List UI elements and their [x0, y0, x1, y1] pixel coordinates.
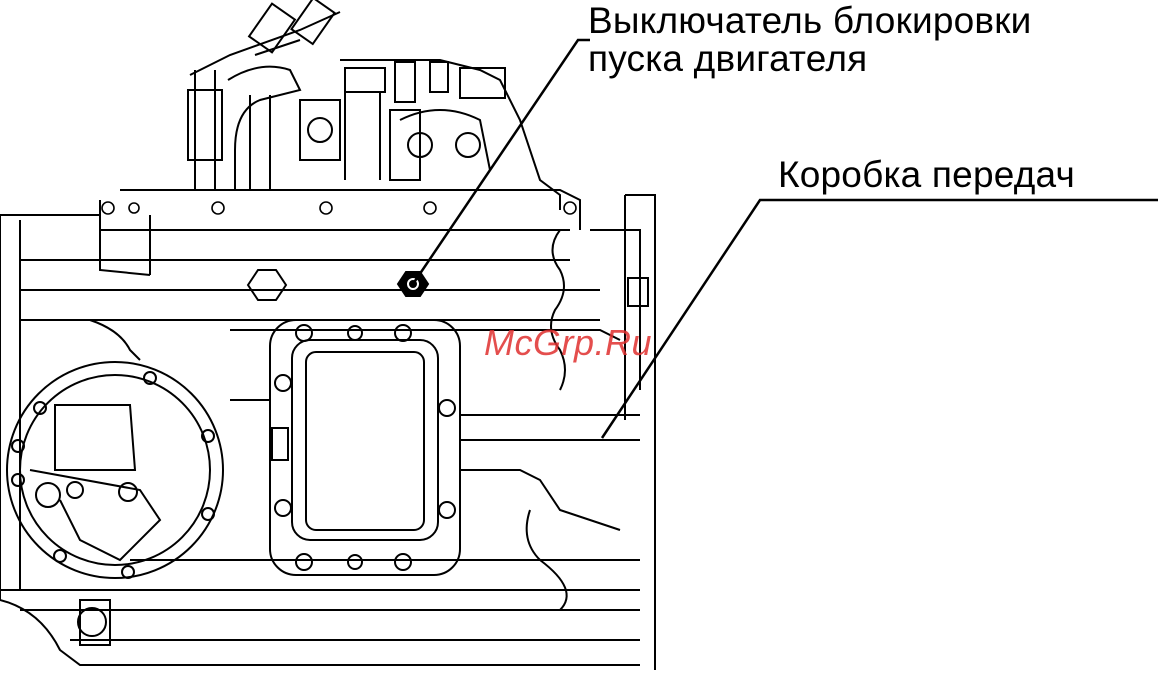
round-flange — [7, 362, 223, 645]
switch-label-line2: пуска двигателя — [588, 42, 867, 76]
top-mechanism — [100, 0, 580, 230]
inspection-cover — [270, 320, 460, 575]
gearbox-label: Коробка передач — [778, 158, 1075, 192]
leader-lines — [413, 40, 1158, 438]
flange-bolts — [102, 202, 576, 214]
watermark: McGrp.Ru — [484, 322, 652, 364]
main-housing — [0, 195, 655, 670]
gearbox-leader-line — [602, 200, 1158, 438]
drain-plug — [248, 270, 286, 300]
switch-label-line1: Выключатель блокировки — [588, 4, 1032, 38]
switch-leader-line — [413, 40, 590, 284]
